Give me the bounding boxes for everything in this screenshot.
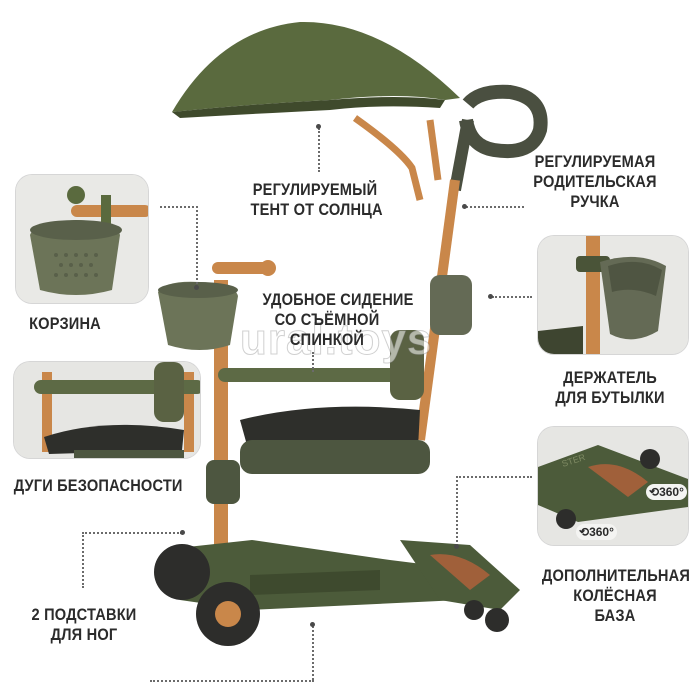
leader-dot [180,530,185,535]
leader-dot [488,294,493,299]
rotate-badge-1-text: 360° [659,485,684,499]
leader-dot [316,124,321,129]
rotate-arrow-icon: ⟲ [649,485,660,499]
label-seat: УДОБНОЕ СИДЕНИЕ СО СЪЁМНОЙ СПИНКОЙ [262,290,414,349]
leader-dot [310,622,315,627]
label-arcs: ДУГИ БЕЗОПАСНОСТИ [13,476,183,495]
label-footrests: 2 ПОДСТАВКИ ДЛЯ НОГ [31,605,137,644]
leader-bottle [492,296,532,298]
bottle-holder-thumbnail [538,236,688,354]
bottle-holder-illustration [538,236,688,354]
label-handle: РЕГУЛИРУЕМАЯ РОДИТЕЛЬСКАЯ РУЧКА [533,152,657,211]
leader-canopy [318,128,320,172]
leader-basket-h [160,206,198,208]
label-base: ДОПОЛНИТЕЛЬНАЯ КОЛЁСНАЯ БАЗА [541,566,691,625]
leader-footrests-v [82,532,84,588]
basket-thumbnail [16,175,148,303]
watermark: ural.toys [239,315,433,365]
safety-arcs-thumbnail [14,362,200,458]
leader-seat [312,352,314,372]
rotate-badge-2-text: 360° [589,525,614,539]
leader-footrests-h [82,532,182,534]
leader-handle [466,206,524,208]
leader-base-h [456,476,532,478]
safety-arcs-illustration [14,362,200,458]
basket-illustration [16,175,148,303]
leader-dot [454,544,459,549]
rotate-badge-2: ⟲360° [576,524,617,540]
leader-dot [194,285,199,290]
label-canopy: РЕГУЛИРУЕМЫЙ ТЕНТ ОТ СОЛНЦА [250,180,383,219]
leader-footrests-h2 [150,680,314,682]
rotate-arrow-icon: ⟲ [579,525,590,539]
leader-basket-v [196,206,198,288]
leader-dot [462,204,467,209]
leader-base-v [456,476,458,546]
leader-footrests-v2 [312,626,314,680]
label-basket: КОРЗИНА [29,314,101,333]
label-bottle: ДЕРЖАТЕЛЬ ДЛЯ БУТЫЛКИ [555,368,665,407]
rotate-badge-1: ⟲360° [646,484,687,500]
